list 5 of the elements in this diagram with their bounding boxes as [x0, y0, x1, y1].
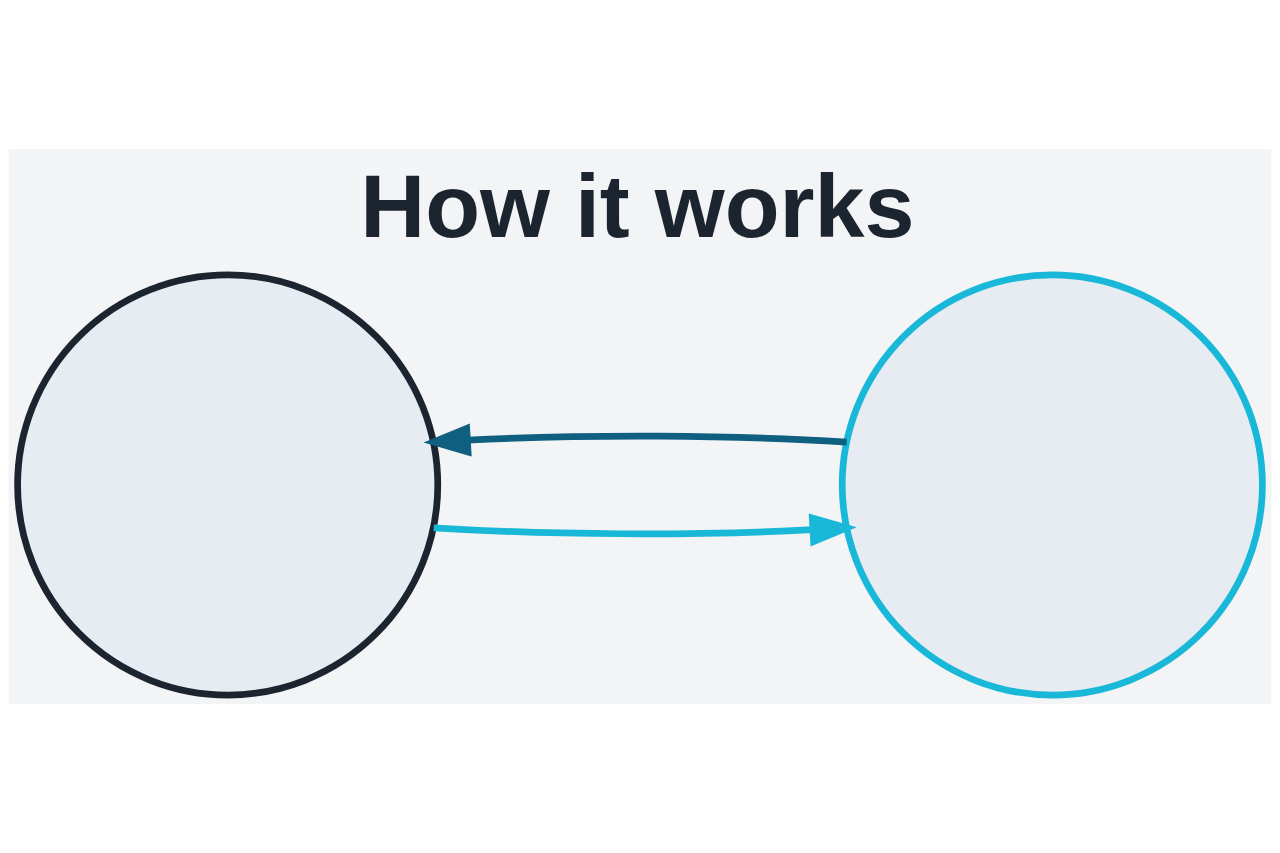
arrow [433, 513, 857, 547]
arrow [423, 423, 847, 457]
node-circle [14, 271, 442, 699]
diagram-title: How it works [360, 155, 915, 256]
node-circle [838, 271, 1266, 699]
